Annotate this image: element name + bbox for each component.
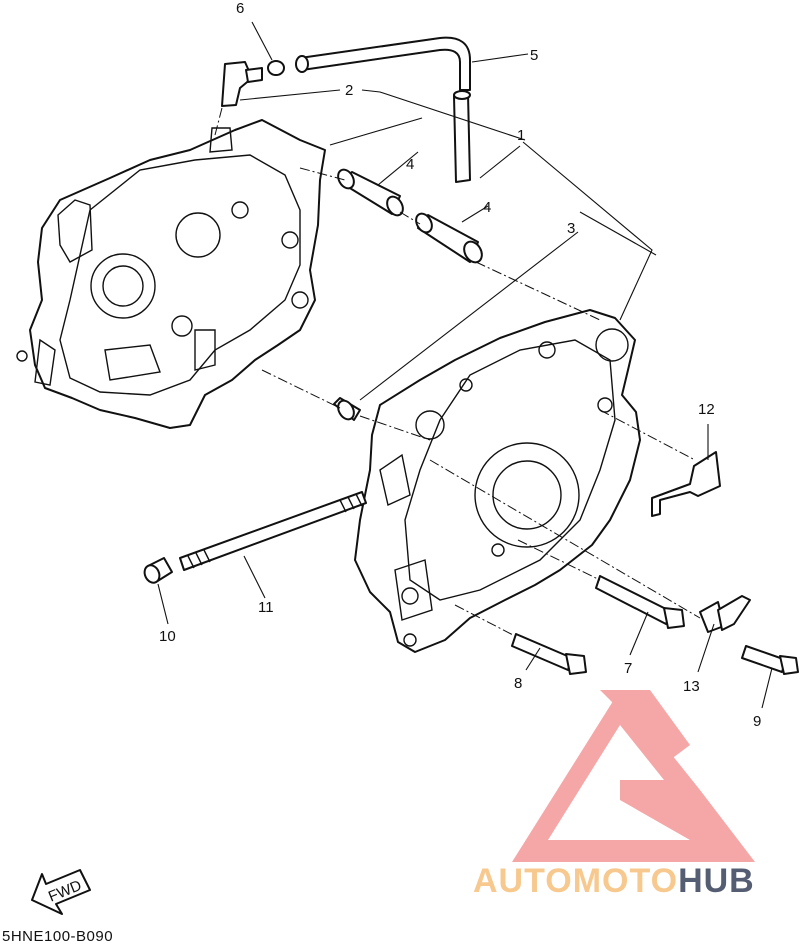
callout-1: 1 (517, 127, 525, 144)
breather-elbow-fitting (221, 61, 263, 107)
callout-6: 6 (236, 0, 244, 17)
watermark-logo (512, 690, 755, 862)
callout-10: 10 (159, 628, 176, 645)
callout-3: 3 (567, 220, 575, 237)
diagram-code: 5HNE100-B090 (2, 928, 114, 945)
right-crankcase (354, 309, 641, 653)
bolt-9 (741, 645, 799, 675)
bracket (651, 451, 721, 517)
left-crankcase (16, 119, 326, 429)
callout-4b: 4 (483, 199, 491, 216)
callout-4a: 4 (406, 156, 414, 173)
callout-11: 11 (258, 599, 274, 616)
bolt-8 (511, 633, 587, 675)
breather-hose (295, 36, 471, 183)
fwd-arrow: FWD (31, 869, 91, 915)
watermark-text-hub: HUB (678, 862, 755, 900)
stud-bolt (179, 491, 367, 571)
dowel-pin-3 (333, 397, 361, 421)
assembly-lines (214, 107, 701, 637)
dowel-pin-lower (415, 212, 483, 264)
watermark-text-automoto: AUTOMOTO (473, 862, 679, 900)
callout-12: 12 (698, 401, 715, 418)
leader-lines (157, 21, 773, 709)
bolt-7 (595, 575, 685, 629)
callout-5: 5 (530, 47, 538, 64)
watermark-text: AUTOMOTOHUB (473, 862, 755, 901)
callout-7: 7 (624, 660, 632, 677)
dowel-pin-upper (337, 168, 404, 217)
callout-8: 8 (514, 675, 522, 692)
hose-clip (267, 60, 285, 76)
callout-2: 2 (345, 82, 353, 99)
cap-nut (143, 557, 173, 584)
callout-9: 9 (753, 713, 761, 730)
clamp (699, 595, 751, 633)
callouts: 1 2 3 4 4 5 6 7 8 9 10 11 12 13 (159, 0, 761, 730)
callout-13: 13 (683, 678, 700, 695)
